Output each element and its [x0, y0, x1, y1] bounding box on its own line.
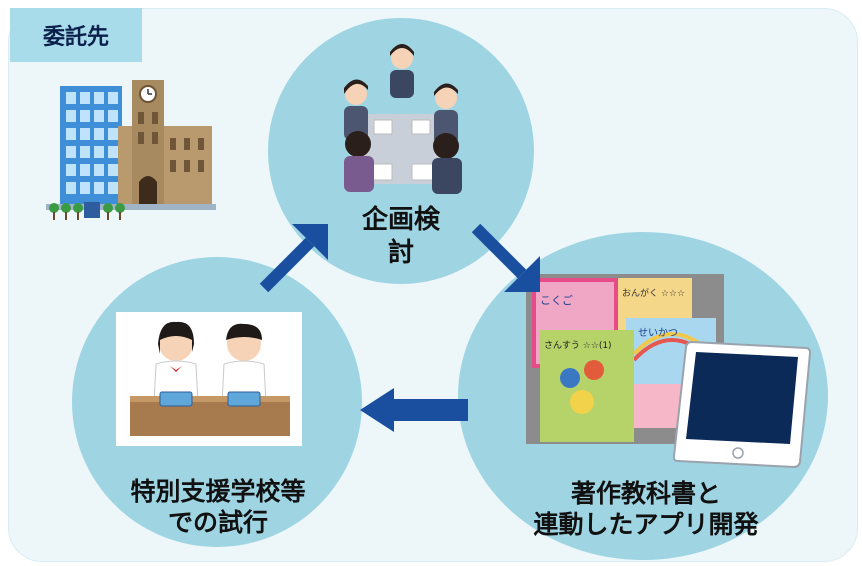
- development-label-line2: 連動したアプリ開発: [533, 510, 759, 540]
- development-label: 著作教科書と 連動したアプリ開発: [496, 478, 796, 541]
- tablet-icon: [672, 340, 812, 469]
- book-title-seikatsu: せいかつ: [638, 327, 678, 339]
- development-label-line1: 著作教科書と: [570, 479, 721, 508]
- book-title-ongaku: おんがく ☆☆☆: [622, 287, 685, 299]
- arrow-to-planning: [259, 224, 328, 293]
- planning-label-line1: 企画検: [361, 205, 440, 235]
- trial-label: 特別支援学校等 での試行: [90, 476, 346, 539]
- book-title-kokugo: こくご: [540, 293, 573, 307]
- arrow-to-trial: [360, 388, 468, 432]
- contractor-tag: 委託先: [10, 8, 142, 62]
- planning-label-line2: 討: [387, 237, 414, 268]
- arrow-to-development: [471, 223, 540, 292]
- trial-label-line1: 特別支援学校等: [130, 477, 306, 506]
- meeting-people-icon: [344, 44, 462, 194]
- students-with-tablets-icon: [116, 312, 302, 446]
- university-building-icon: [46, 80, 216, 220]
- trial-label-line2: での試行: [167, 508, 268, 538]
- book-title-sansuu: さんすう ☆☆(1): [544, 340, 612, 351]
- planning-label: 企画検 討: [326, 204, 476, 269]
